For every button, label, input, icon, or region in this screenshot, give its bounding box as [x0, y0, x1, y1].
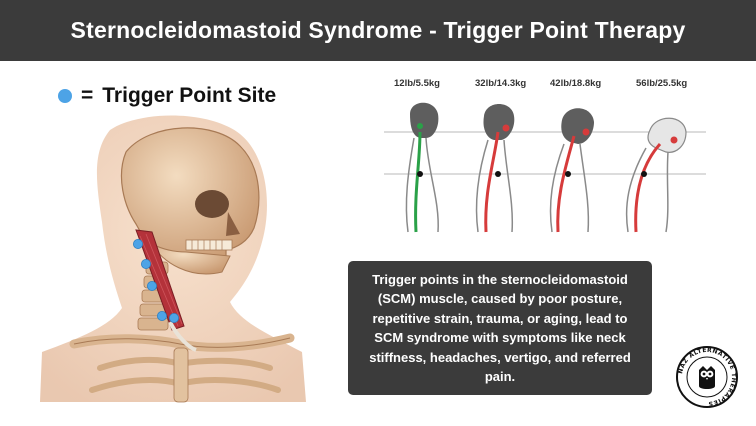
trigger-point — [133, 239, 144, 250]
weight-label: 32lb/14.3kg — [475, 78, 527, 89]
page-title: Sternocleidomastoid Syndrome - Trigger P… — [70, 17, 686, 43]
weight-label: 42lb/18.8kg — [550, 78, 602, 89]
title-banner: Sternocleidomastoid Syndrome - Trigger P… — [0, 0, 756, 61]
trigger-point-legend-dot — [58, 89, 72, 103]
weight-label: 56lb/25.5kg — [636, 78, 688, 89]
legend: = Trigger Point Site — [58, 84, 276, 108]
posture-figure-15deg — [475, 104, 515, 233]
owl-icon — [699, 366, 715, 389]
posture-figure-45deg — [625, 117, 687, 233]
posture-figures — [384, 102, 706, 233]
posture-figure-30deg — [549, 108, 594, 233]
trigger-point — [141, 258, 152, 269]
legend-label: Trigger Point Site — [102, 84, 277, 107]
weight-label: 12lb/5.5kg — [394, 78, 440, 89]
trigger-point — [168, 312, 179, 323]
posture-figure-neutral — [405, 102, 439, 233]
sternum — [173, 347, 189, 403]
scm-anatomy-illustration — [40, 115, 306, 403]
info-box: Trigger points in the sternocleidomastoi… — [348, 261, 652, 395]
forward-head-posture-diagram: 12lb/5.5kg 32lb/14.3kg 42lb/18.8kg 56lb/… — [380, 78, 710, 236]
trigger-points — [133, 239, 179, 323]
naz-alternative-therapies-logo: NAZ ALTERNATIVE THERAPIES — [676, 346, 738, 408]
trigger-point — [147, 280, 158, 291]
trigger-point — [157, 310, 168, 321]
mandible — [150, 242, 231, 275]
legend-equals: = — [81, 84, 94, 107]
info-text: Trigger points in the sternocleidomastoi… — [369, 271, 631, 385]
